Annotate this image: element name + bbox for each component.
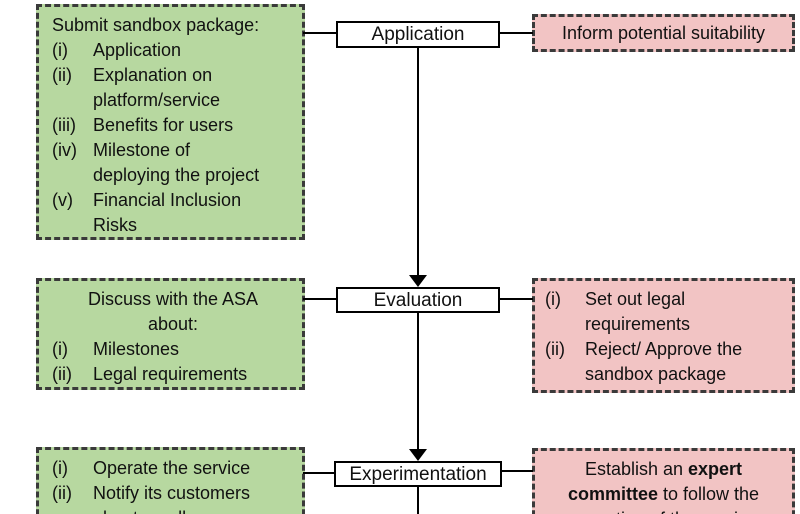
list-item: (ii) Notify its customers about sandbox	[52, 481, 294, 514]
list-item: (v) Financial Inclusion Risks	[52, 188, 294, 238]
list-item-number: (i)	[545, 289, 561, 309]
list-item: (iv) Milestone of deploying the project	[52, 138, 294, 188]
list-item-number: (iii)	[52, 115, 76, 135]
process-box-label: Evaluation	[373, 289, 463, 311]
list-item-text: Set out legal requirements	[585, 289, 691, 334]
list-item-text: Operate the service	[93, 458, 251, 478]
list-item-text: Milestones	[93, 339, 180, 359]
list-item-number: (i)	[52, 458, 68, 478]
list-item-text: Explanation on platform/service	[93, 65, 221, 110]
list-item-text: Milestone of deploying the project	[93, 140, 260, 185]
input-box-experimentation: (i) Operate the service (ii) Notify its …	[36, 447, 305, 514]
connector-green2-to-evaluation	[303, 298, 337, 300]
input-box-heading: Discuss with the ASA about:	[87, 289, 259, 334]
output-box-experimentation: Establish an expert committee to follow …	[532, 448, 795, 514]
connector-application-to-pink1	[499, 32, 533, 34]
list-item-number: (v)	[52, 190, 73, 210]
list-item-text: Financial Inclusion Risks	[93, 190, 242, 235]
list-item-number: (iv)	[52, 140, 77, 160]
list-item-text: Notify its customers about sandbox	[93, 483, 251, 514]
connector-green1-to-application	[303, 32, 337, 34]
process-box-label: Experimentation	[349, 463, 487, 485]
process-box-application: Application	[336, 21, 500, 48]
list-item-number: (ii)	[545, 339, 565, 359]
list-item-text: Reject/ Approve the sandbox package	[585, 339, 743, 384]
list-item: (ii) Explanation on platform/service	[52, 63, 294, 113]
connector-green3-to-experimentation	[303, 472, 335, 474]
list-item: (i) Application	[52, 38, 294, 63]
list-item: (i) Milestones	[52, 337, 294, 362]
numbered-list: (i) Operate the service (ii) Notify its …	[52, 456, 294, 514]
output-box-application: Inform potential suitability	[532, 14, 795, 52]
output-box-text: Establish an expert committee to follow …	[567, 459, 760, 514]
numbered-list: (i) Application (ii) Explanation on plat…	[52, 38, 294, 238]
list-item: (ii) Legal requirements	[52, 362, 294, 387]
list-item: (iii) Benefits for users	[52, 113, 294, 138]
list-item-number: (ii)	[52, 364, 72, 384]
numbered-list: (i) Milestones (ii) Legal requirements	[52, 337, 294, 387]
list-item-number: (i)	[52, 339, 68, 359]
connector-evaluation-to-pink2	[499, 298, 533, 300]
list-item: (i) Set out legal requirements	[545, 287, 786, 337]
list-item-text: Benefits for users	[93, 115, 234, 135]
list-item-number: (i)	[52, 40, 68, 60]
numbered-list: (i) Set out legal requirements (ii) Reje…	[545, 287, 786, 387]
arrowhead-evaluation	[409, 275, 427, 287]
input-box-application: Submit sandbox package: (i) Application …	[36, 4, 305, 240]
process-box-label: Application	[371, 24, 465, 45]
list-item: (ii) Reject/ Approve the sandbox package	[545, 337, 786, 387]
output-box-text: Inform potential suitability	[561, 22, 766, 43]
output-box-evaluation: (i) Set out legal requirements (ii) Reje…	[532, 278, 795, 393]
process-box-evaluation: Evaluation	[336, 287, 500, 313]
connector-application-to-evaluation	[417, 48, 419, 277]
list-item: (i) Operate the service	[52, 456, 294, 481]
list-item-text: Application	[93, 40, 182, 60]
list-item-text: Legal requirements	[93, 364, 248, 384]
input-box-heading: Submit sandbox package:	[52, 15, 260, 35]
arrowhead-experimentation	[409, 449, 427, 461]
list-item-number: (ii)	[52, 483, 72, 503]
process-box-experimentation: Experimentation	[334, 461, 502, 487]
connector-experimentation-to-pink3	[501, 470, 533, 472]
connector-experimentation-down	[417, 487, 419, 514]
list-item-number: (ii)	[52, 65, 72, 85]
input-box-evaluation: Discuss with the ASA about: (i) Mileston…	[36, 278, 305, 390]
connector-evaluation-to-experimentation	[417, 313, 419, 450]
